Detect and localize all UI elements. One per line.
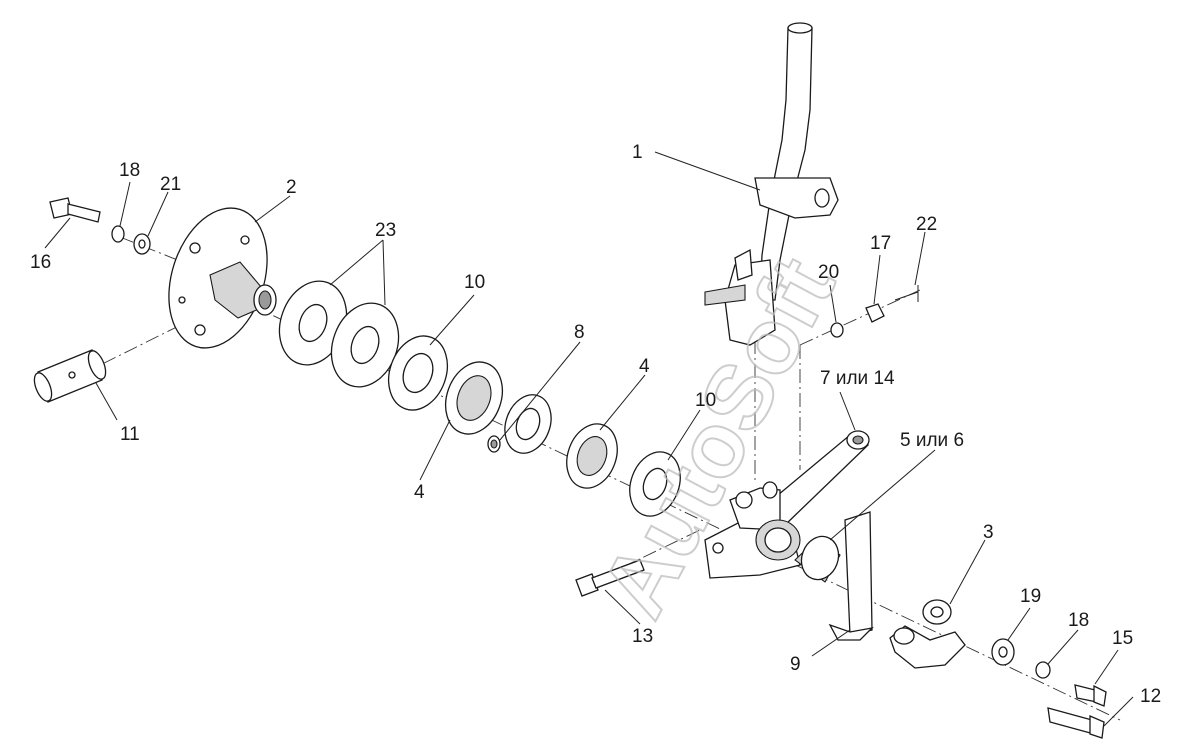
part-5-bushing bbox=[794, 535, 841, 583]
callout-20: 20 bbox=[818, 262, 839, 283]
callout-22: 22 bbox=[916, 214, 937, 235]
callout-16: 16 bbox=[30, 252, 51, 273]
callout-1: 1 bbox=[632, 142, 643, 163]
part-13-bolt bbox=[575, 559, 645, 597]
callout-11: 11 bbox=[120, 424, 140, 445]
callout-9: 9 bbox=[790, 654, 801, 675]
callout-18-right: 18 bbox=[1068, 610, 1089, 631]
part-2-flange bbox=[168, 207, 277, 349]
callout-21: 21 bbox=[160, 174, 181, 195]
part-12-bolt bbox=[1047, 707, 1105, 739]
callout-18-left: 18 bbox=[119, 160, 140, 181]
part-10-washer-b bbox=[629, 451, 681, 517]
bracket-body bbox=[704, 481, 801, 579]
part-1-lever bbox=[704, 22, 839, 346]
part-19-washer bbox=[991, 638, 1015, 666]
part-7-arm bbox=[758, 430, 870, 526]
part-8-pin-small bbox=[487, 435, 501, 453]
part-16-bolt bbox=[49, 197, 101, 223]
callout-17: 17 bbox=[870, 233, 891, 254]
part-22-cotter-pin bbox=[894, 285, 919, 302]
callout-13: 13 bbox=[632, 626, 653, 647]
callout-15: 15 bbox=[1112, 628, 1133, 649]
part-4-bushing-a bbox=[444, 361, 504, 435]
part-23-washer-a bbox=[278, 280, 348, 366]
part-21-washer bbox=[133, 233, 151, 255]
part-10-washer-a bbox=[388, 335, 448, 411]
part-18-lock-washer-right bbox=[1035, 661, 1051, 679]
leader-lines bbox=[44, 151, 1134, 727]
part-4-bushing-b bbox=[566, 423, 618, 489]
callout-12: 12 bbox=[1140, 686, 1161, 707]
callout-10-right: 10 bbox=[695, 390, 716, 411]
callout-10-left: 10 bbox=[464, 272, 485, 293]
callout-5-or-6: 5 или 6 bbox=[900, 430, 964, 451]
part-15-bolt bbox=[1074, 684, 1107, 707]
callout-23: 23 bbox=[375, 220, 396, 241]
callout-19: 19 bbox=[1020, 586, 1041, 607]
callout-2: 2 bbox=[286, 177, 297, 198]
part-17-nut bbox=[865, 303, 885, 323]
part-11-pin bbox=[33, 349, 107, 403]
callout-7-or-14: 7 или 14 bbox=[820, 368, 895, 389]
callout-3: 3 bbox=[983, 522, 994, 543]
callout-8: 8 bbox=[574, 322, 585, 343]
callout-4-right: 4 bbox=[639, 356, 650, 377]
callout-4-left: 4 bbox=[414, 482, 425, 503]
part-18-lock-washer-left bbox=[111, 225, 125, 243]
part-20-washer bbox=[830, 322, 844, 338]
part-8-ring bbox=[504, 394, 552, 454]
part-3-clamp bbox=[889, 599, 966, 669]
callout-labels: 1 2 3 4 4 5 или 6 7 или 14 8 9 10 10 11 … bbox=[30, 142, 1161, 707]
part-23-washer-b bbox=[330, 302, 400, 388]
part-9-plate bbox=[828, 511, 874, 641]
